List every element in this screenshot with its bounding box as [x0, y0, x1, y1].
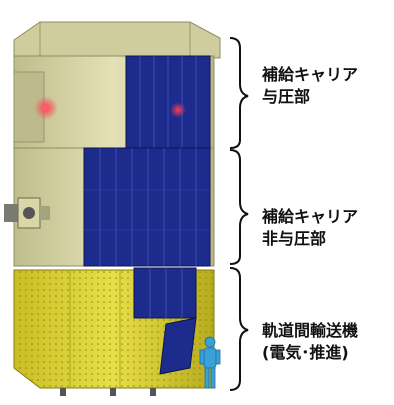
label-line: 補給キャリア [262, 65, 359, 84]
propulsion-solar-panel [133, 267, 197, 319]
label-pressurized-carrier: 補給キャリア 与圧部 [262, 64, 358, 108]
bracket-unpressurized [229, 149, 249, 265]
label-line: 与圧部 [262, 87, 311, 106]
unpressurized-solar-panel [83, 147, 211, 267]
right-red-light [170, 102, 186, 118]
bracket-propulsion [229, 267, 249, 391]
deployed-panel [159, 317, 197, 375]
bracket-pressurized [229, 37, 249, 149]
docking-mechanism [4, 197, 50, 229]
top-cone [13, 21, 221, 59]
pressurized-solar-panel [125, 55, 211, 149]
label-propulsion-module: 軌道間輸送機 (電気･推進) [262, 320, 358, 364]
label-line: 非与圧部 [262, 229, 327, 248]
astronaut-figure [199, 336, 221, 389]
label-unpressurized-carrier: 補給キャリア 非与圧部 [262, 206, 358, 250]
label-line: 軌道間輸送機 [262, 321, 359, 340]
section-brackets [229, 37, 249, 391]
label-line: (電気･推進) [262, 343, 349, 362]
label-line: 補給キャリア [262, 207, 359, 226]
